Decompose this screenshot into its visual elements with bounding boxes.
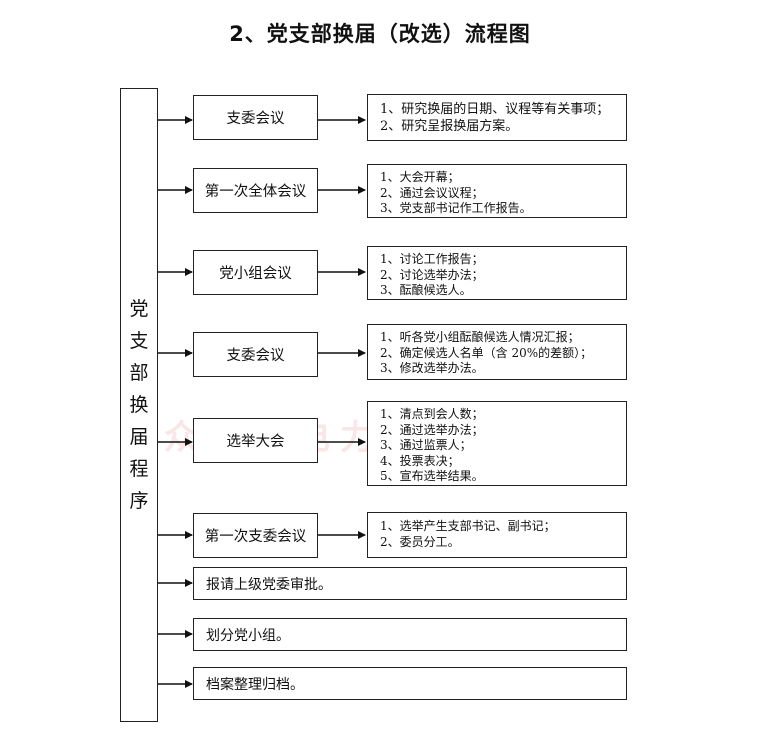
detail-line: 1、选举产生支部书记、副书记； [380,519,556,533]
step-label: 党小组会议 [219,266,292,282]
step-box-1: 支委会议 [193,95,318,140]
detail-line: 1、清点到会人数； [380,407,484,421]
step-label: 支委会议 [226,111,285,127]
step-box-9: 档案整理归档。 [193,667,627,700]
detail-box-2: 1、大会开幕； 2、通过会议议程； 3、党支部书记作工作报告。 [367,164,627,218]
detail-line: 3、党支部书记作工作报告。 [380,201,532,215]
side-char: 序 [129,490,149,512]
side-char: 党 [129,298,149,320]
page-title: 2、党支部换届（改选）流程图 [229,22,531,46]
detail-line: 5、宣布选举结果。 [380,469,484,483]
detail-line: 1、听各党小组酝酿候选人情况汇报； [380,330,580,344]
side-char: 程 [129,458,149,480]
step-label: 划分党小组。 [206,627,290,644]
detail-box-4: 1、听各党小组酝酿候选人情况汇报； 2、确定候选人名单（含 20%的差额）； 3… [367,324,627,380]
detail-line: 4、投票表决； [380,453,460,468]
step-label: 第一次支委会议 [204,529,307,545]
side-char: 支 [129,330,149,352]
detail-line: 2、通过选举办法； [380,422,484,437]
step-label: 档案整理归档。 [206,676,304,693]
step-box-7: 报请上级党委审批。 [193,567,627,600]
step-box-3: 党小组会议 [193,250,318,295]
step-label: 支委会议 [226,348,285,364]
step-label: 第一次全体会议 [204,184,307,200]
detail-line: 3、通过监票人； [380,438,472,452]
step-box-6: 第一次支委会议 [193,513,318,558]
side-char: 部 [129,362,149,384]
detail-line: 3、修改选举办法。 [380,361,484,375]
step-box-4: 支委会议 [193,332,318,377]
detail-line: 1、研究换届的日期、议程等有关事项； [380,102,610,117]
detail-line: 1、讨论工作报告； [380,252,484,266]
detail-box-3: 1、讨论工作报告； 2、讨论选举办法； 3、酝酿候选人。 [367,246,627,300]
step-box-5: 选举大会 [193,418,318,463]
detail-box-6: 1、选举产生支部书记、副书记； 2、委员分工。 [367,512,627,558]
detail-line: 3、酝酿候选人。 [380,283,472,297]
detail-line: 1、大会开幕； [380,170,460,184]
side-label-box: 党 支 部 换 届 程 序 [120,88,158,722]
step-box-2: 第一次全体会议 [193,168,318,213]
detail-line: 2、研究呈报换届方案。 [380,119,519,134]
detail-line: 2、通过会议议程； [380,185,484,200]
detail-box-5: 1、清点到会人数； 2、通过选举办法； 3、通过监票人； 4、投票表决； 5、宣… [367,401,627,486]
side-char: 届 [129,426,149,448]
detail-line: 2、确定候选人名单（含 20%的差额）； [380,345,593,360]
detail-box-1: 1、研究换届的日期、议程等有关事项； 2、研究呈报换届方案。 [367,94,627,141]
detail-line: 2、委员分工。 [380,534,460,549]
side-char: 换 [129,394,149,416]
step-label: 选举大会 [226,434,285,450]
step-box-8: 划分党小组。 [193,618,627,651]
detail-line: 2、讨论选举办法； [380,267,484,282]
step-label: 报请上级党委审批。 [206,576,332,593]
